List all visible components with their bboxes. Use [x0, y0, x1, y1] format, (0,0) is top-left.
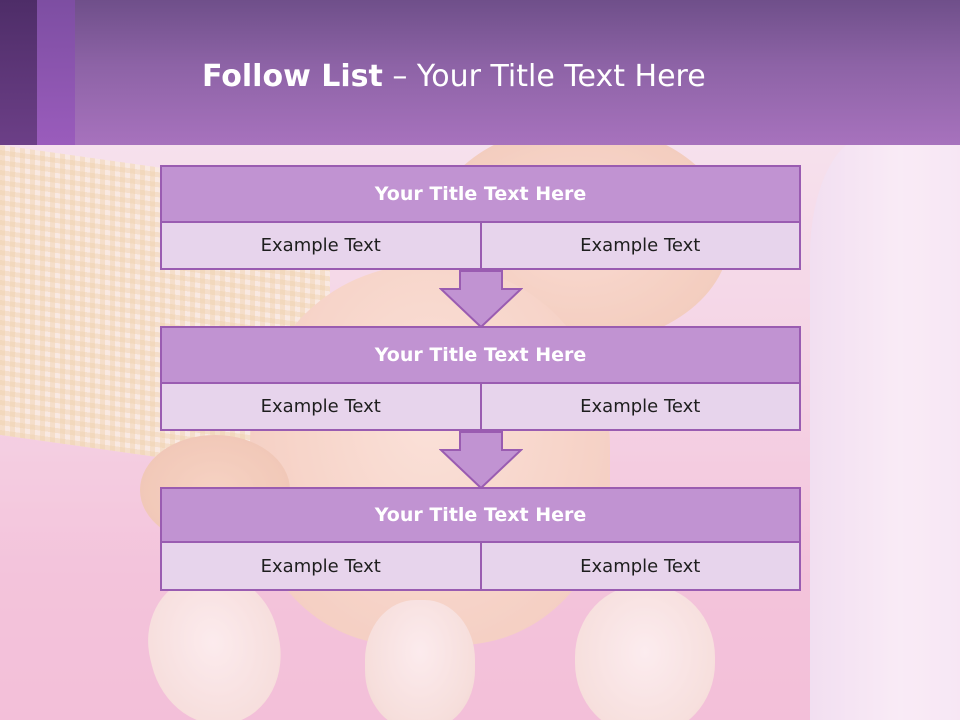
header-accent-stripe-dark — [0, 0, 37, 145]
header-accent-stripe — [37, 0, 75, 145]
flow-block-1[interactable]: Your Title Text Here Example Text Exampl… — [160, 165, 801, 270]
flow-block-title[interactable]: Your Title Text Here — [160, 326, 801, 384]
flow-block-2[interactable]: Your Title Text Here Example Text Exampl… — [160, 326, 801, 431]
slide-title-bold: Follow List — [202, 59, 383, 94]
flow-block-cell-left[interactable]: Example Text — [160, 221, 482, 270]
down-arrow-icon — [439, 270, 523, 328]
flow-block-title[interactable]: Your Title Text Here — [160, 487, 801, 543]
flow-block-3[interactable]: Your Title Text Here Example Text Exampl… — [160, 487, 801, 591]
flow-block-cell-left[interactable]: Example Text — [160, 382, 482, 431]
flow-block-title[interactable]: Your Title Text Here — [160, 165, 801, 223]
flow-block-row: Example Text Example Text — [160, 382, 801, 431]
teddy-bear-foot-middle — [365, 600, 475, 720]
flow-block-cell-right[interactable]: Example Text — [479, 221, 801, 270]
down-arrow-icon — [439, 431, 523, 489]
slide-title-rest: – Your Title Text Here — [382, 59, 706, 94]
header-band: Follow List – Your Title Text Here — [0, 0, 960, 145]
flow-block-cell-left[interactable]: Example Text — [160, 541, 482, 591]
teddy-bear-foot-right — [575, 585, 715, 720]
white-pillow — [810, 145, 960, 720]
flow-block-row: Example Text Example Text — [160, 541, 801, 591]
flow-block-cell-right[interactable]: Example Text — [479, 382, 801, 431]
slide-title[interactable]: Follow List – Your Title Text Here — [202, 55, 706, 99]
flow-block-cell-right[interactable]: Example Text — [479, 541, 801, 591]
flow-block-row: Example Text Example Text — [160, 221, 801, 270]
